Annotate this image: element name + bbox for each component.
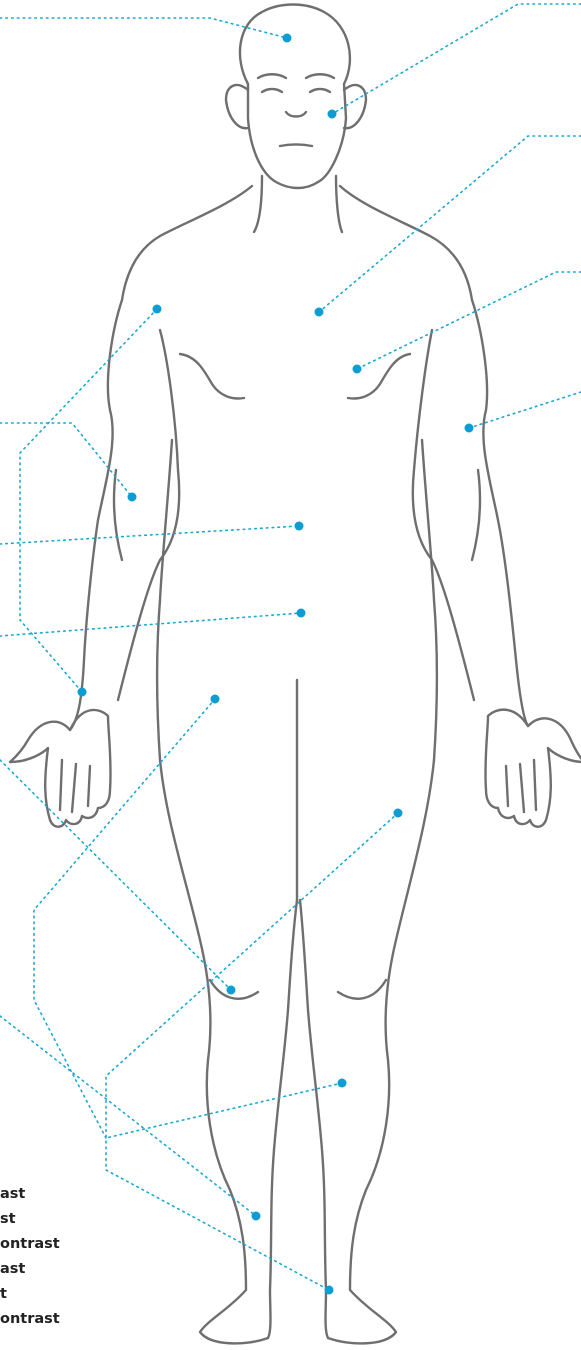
marker-shin[interactable] — [252, 1212, 261, 1221]
marker-shoulder-left[interactable] — [153, 305, 162, 314]
marker-knee[interactable] — [227, 986, 236, 995]
left-ear — [226, 85, 248, 128]
left-arm-inner — [118, 330, 179, 700]
left-leg-inner — [268, 900, 297, 1338]
leader-wrist — [0, 760, 231, 990]
marker-calf[interactable] — [338, 1079, 347, 1088]
left-torso — [157, 440, 172, 760]
right-ear — [344, 85, 366, 128]
neck-right — [336, 176, 342, 232]
leader-chest — [319, 136, 581, 312]
right-torso — [422, 440, 437, 760]
leader-cheek — [332, 4, 581, 114]
legend-item-4: ast — [0, 1261, 25, 1277]
right-pectoral — [348, 354, 410, 398]
legend-item-5: t — [0, 1286, 7, 1302]
neck-left — [254, 176, 262, 232]
leader-abdomen — [0, 526, 299, 544]
left-forearm-crease — [114, 470, 122, 560]
right-brow — [306, 74, 334, 78]
legend: ast st ontrast ast t ontrast — [0, 1186, 60, 1327]
marker-hip[interactable] — [211, 695, 220, 704]
marker-cheek[interactable] — [328, 110, 337, 119]
right-eye — [310, 89, 330, 92]
marker-lower-abdomen[interactable] — [297, 609, 306, 618]
marker-wrist[interactable] — [78, 688, 87, 697]
leader-lower-abdomen — [0, 613, 301, 636]
leader-lines — [0, 4, 581, 1290]
left-shoulder-arm-outer — [70, 186, 252, 730]
marker-chest[interactable] — [315, 308, 324, 317]
mouth — [280, 145, 312, 147]
marker-thigh[interactable] — [394, 809, 403, 818]
legend-item-6: ontrast — [0, 1311, 60, 1327]
nose — [286, 112, 306, 117]
right-leg-inner — [300, 900, 328, 1338]
legend-item-2: st — [0, 1211, 16, 1227]
right-leg-outer — [328, 760, 434, 1343]
left-brow — [258, 74, 286, 78]
marker-head[interactable] — [283, 34, 292, 43]
body-outline — [10, 5, 581, 1344]
leader-calf — [106, 1083, 342, 1138]
marker-upper-arm-left[interactable] — [128, 493, 137, 502]
left-eye — [262, 89, 282, 92]
right-knee — [338, 980, 386, 999]
left-hand-fingers — [60, 760, 90, 812]
marker-ankle[interactable] — [325, 1286, 334, 1295]
leader-thigh — [106, 813, 398, 1290]
marker-abdomen[interactable] — [295, 522, 304, 531]
marker-pectoral[interactable] — [353, 365, 362, 374]
left-pectoral — [180, 354, 244, 398]
legend-item-3: ontrast — [0, 1236, 60, 1252]
right-shoulder-arm-outer — [340, 186, 528, 726]
marker-upper-arm-right[interactable] — [465, 424, 474, 433]
leader-bicep — [20, 309, 157, 692]
markers — [78, 34, 474, 1295]
right-forearm-crease — [472, 470, 480, 560]
left-leg-outer — [160, 760, 268, 1343]
leader-knee — [0, 1016, 256, 1216]
right-arm-inner — [413, 330, 474, 700]
right-hand-fingers — [506, 760, 536, 812]
legend-item-1: ast — [0, 1186, 25, 1202]
leader-head — [0, 18, 287, 38]
head-outline — [240, 5, 350, 189]
